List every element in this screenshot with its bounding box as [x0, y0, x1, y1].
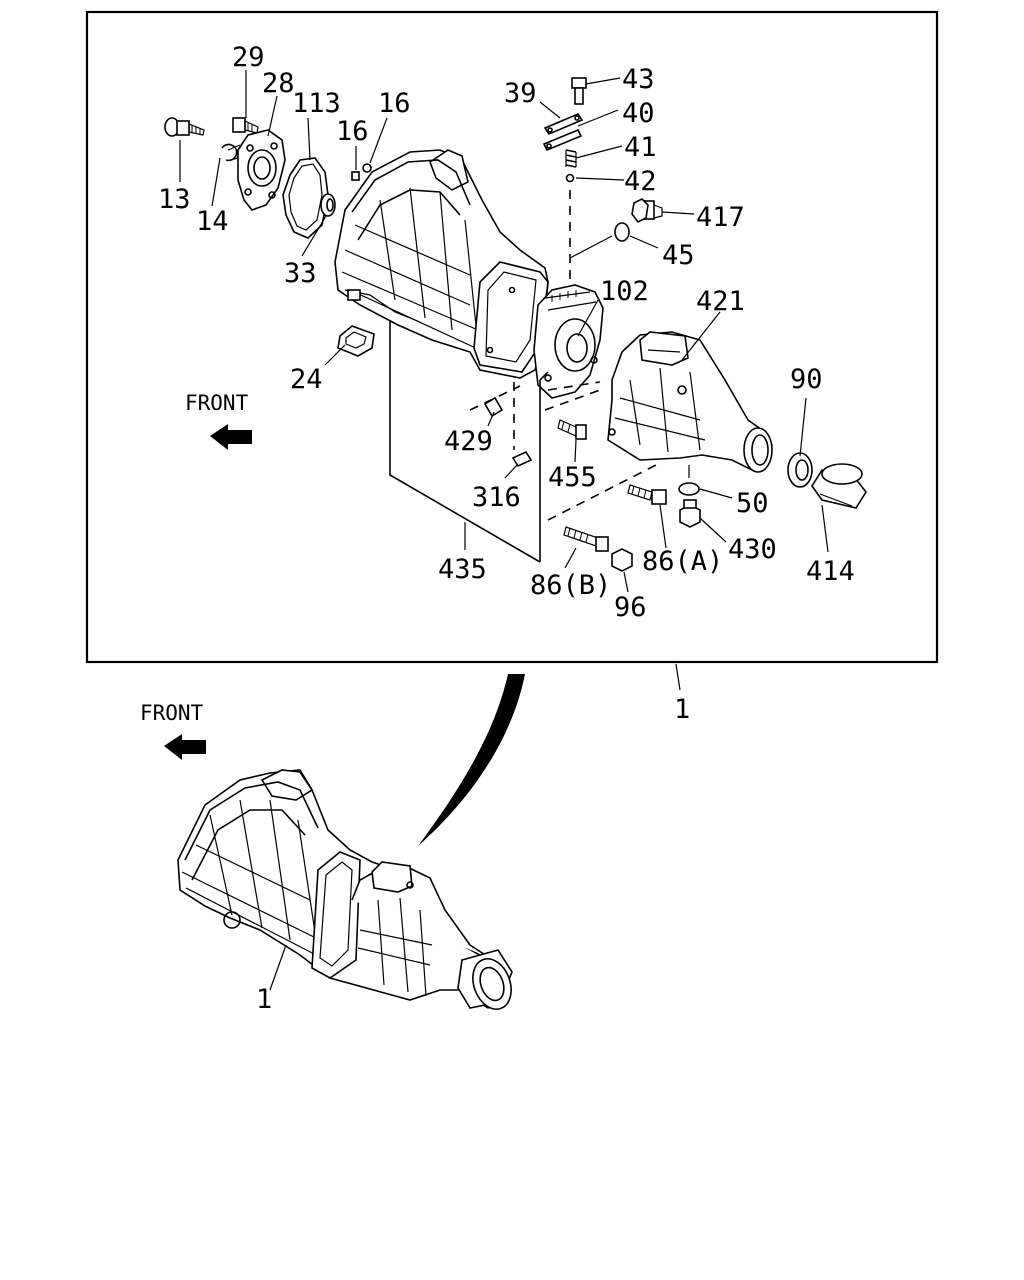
front-label-upper: FRONT	[185, 391, 249, 415]
part-41-spring	[565, 149, 577, 168]
callout-113: 113	[292, 88, 341, 119]
detail-frame	[85, 10, 939, 664]
callout-14: 14	[196, 206, 229, 237]
callout-16-a: 16	[336, 116, 369, 147]
front-arrow-icon	[164, 734, 206, 760]
callout-1-upper: 1	[674, 694, 690, 725]
part-113-gasket	[282, 157, 329, 239]
part-29-bolt	[232, 117, 259, 134]
part-16-plug-a	[351, 171, 360, 181]
part-13-bolt	[164, 117, 205, 137]
part-414-boot	[811, 463, 867, 509]
front-label-lower: FRONT	[140, 701, 204, 725]
part-39-link	[543, 113, 584, 135]
callout-24: 24	[290, 364, 323, 395]
part-90-seal	[787, 452, 813, 488]
leader-lines	[179, 70, 829, 691]
part-430-plug	[679, 499, 701, 528]
callout-39: 39	[504, 78, 537, 109]
front-arrow-icon	[210, 424, 252, 450]
callout-430: 430	[728, 534, 777, 565]
callout-86b: 86(B)	[530, 570, 611, 601]
part-33-seal	[320, 193, 336, 217]
callout-41: 41	[624, 132, 657, 163]
main-transmission-case	[334, 149, 549, 379]
callout-42: 42	[624, 166, 657, 197]
callout-50: 50	[736, 488, 769, 519]
callout-13: 13	[158, 184, 191, 215]
part-45-o-ring	[614, 222, 630, 242]
callout-455: 455	[548, 462, 597, 493]
callout-45: 45	[662, 240, 695, 271]
callout-414: 414	[806, 556, 855, 587]
part-86a-bolt	[627, 484, 667, 505]
part-28-cover	[227, 129, 286, 211]
part-455-bolt	[557, 419, 587, 440]
part-42-ball	[565, 173, 575, 183]
callout-417: 417	[696, 202, 745, 233]
callout-421: 421	[696, 286, 745, 317]
part-24-pad	[337, 325, 375, 357]
callout-429: 429	[444, 426, 493, 457]
callout-28: 28	[262, 68, 295, 99]
connector-swoosh	[418, 674, 525, 846]
callout-96: 96	[614, 592, 647, 623]
part-86b-stud	[563, 526, 609, 552]
part-96-nut	[611, 548, 633, 572]
callout-33: 33	[284, 258, 317, 289]
callout-40: 40	[622, 98, 655, 129]
callout-86a: 86(A)	[642, 546, 723, 577]
part-417-plug	[631, 198, 663, 224]
part-40-link	[542, 128, 583, 152]
part-316-key	[511, 450, 533, 468]
part-102-adapter-plate	[533, 284, 604, 399]
callout-16-b: 16	[378, 88, 411, 119]
callout-43: 43	[622, 64, 655, 95]
part-421-extension-housing	[607, 331, 773, 473]
callout-90: 90	[790, 364, 823, 395]
callout-29: 29	[232, 42, 265, 73]
part-16-plug-b	[362, 163, 372, 173]
callout-1-lower: 1	[256, 984, 272, 1015]
part-43-bolt	[571, 77, 587, 105]
callout-435: 435	[438, 554, 487, 585]
part-50-o-ring	[678, 482, 700, 496]
callout-316: 316	[472, 482, 521, 513]
callout-102: 102	[600, 276, 649, 307]
assembled-transmission	[177, 769, 513, 1010]
